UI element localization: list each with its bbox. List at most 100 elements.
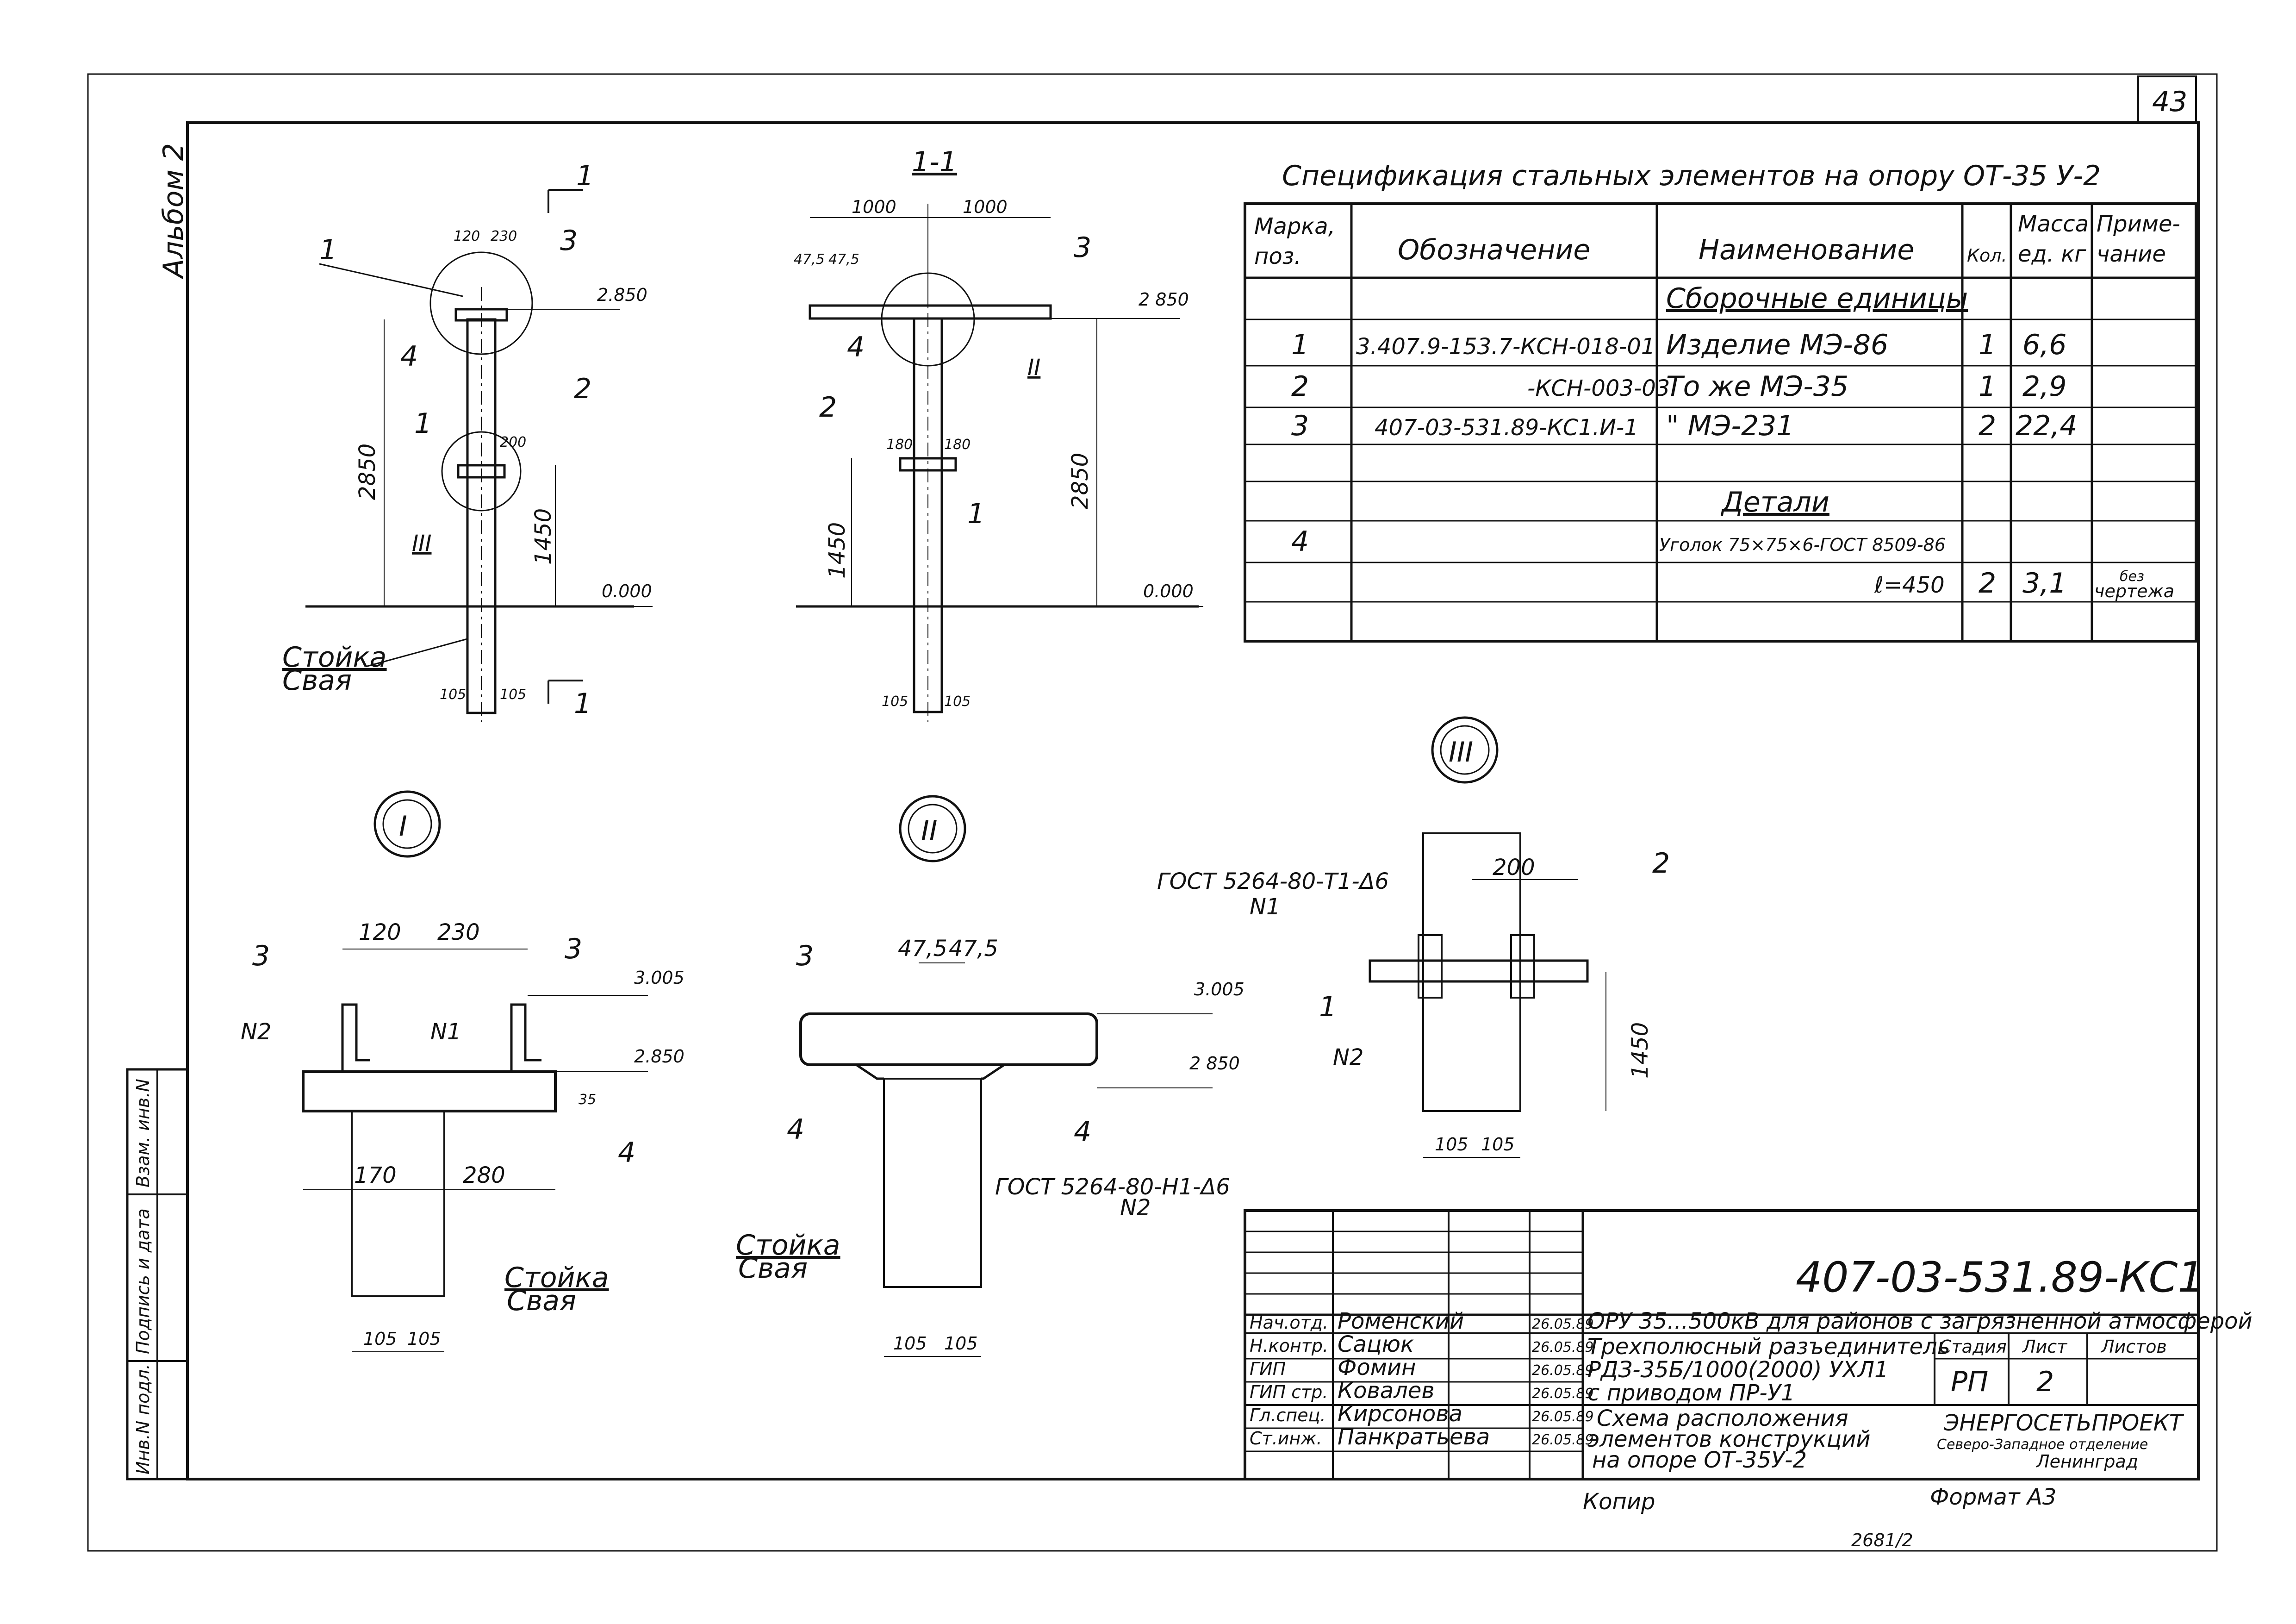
svg-text:1000: 1000 bbox=[963, 197, 1008, 217]
svg-text:4: 4 bbox=[787, 1113, 804, 1146]
spec-table: Спецификация стальных элементов на опору… bbox=[1244, 160, 2197, 643]
svg-text:1: 1 bbox=[574, 687, 591, 720]
node-detail-1: I 120 230 170 280 105 105 3 3 4 N2 N1 3.… bbox=[241, 790, 684, 1352]
svg-text:3.407.9-153.7-КСН-018-01: 3.407.9-153.7-КСН-018-01 bbox=[1356, 334, 1655, 360]
svg-text:ГОСТ 5264-80-Н1-Δ6: ГОСТ 5264-80-Н1-Δ6 bbox=[995, 1174, 1230, 1200]
svg-text:чертежа: чертежа bbox=[2094, 581, 2174, 601]
svg-text:1: 1 bbox=[1291, 329, 1309, 361]
svg-text:22,4: 22,4 bbox=[2016, 410, 2078, 442]
svg-text:Ленинград: Ленинград bbox=[2035, 1451, 2138, 1472]
svg-text:Стойка: Стойка bbox=[504, 1262, 609, 1294]
node-detail-3: III 200 1450 105 105 ГОСТ 5264-80-Т1-Δ6 … bbox=[1157, 716, 1670, 1158]
outer-frame bbox=[87, 73, 2218, 1552]
svg-text:III: III bbox=[1449, 736, 1473, 768]
svg-text:26.05.89: 26.05.89 bbox=[1532, 1362, 1594, 1379]
node-circle-1 bbox=[429, 251, 533, 355]
svg-text:N2: N2 bbox=[1333, 1044, 1363, 1070]
svg-text:4: 4 bbox=[618, 1137, 635, 1169]
svg-text:2 850: 2 850 bbox=[1139, 289, 1189, 310]
svg-text:3,1: 3,1 bbox=[2022, 567, 2066, 600]
svg-text:47,5: 47,5 bbox=[898, 936, 947, 962]
svg-text:2: 2 bbox=[1979, 567, 1996, 600]
svg-text:2: 2 bbox=[2036, 1366, 2054, 1398]
svg-text:III: III bbox=[412, 531, 431, 556]
svg-text:2,9: 2,9 bbox=[2022, 370, 2066, 403]
svg-text:407-03-531.89-КС1.И-1: 407-03-531.89-КС1.И-1 bbox=[1375, 415, 1638, 441]
svg-text:ГИП: ГИП bbox=[1250, 1359, 1286, 1379]
svg-text:Подпись и дата: Подпись и дата bbox=[133, 1208, 153, 1354]
svg-text:4: 4 bbox=[1074, 1116, 1091, 1148]
svg-text:6,6: 6,6 bbox=[2022, 329, 2066, 361]
project-title: ОРУ 35...500кВ для районов с загрязненно… bbox=[1587, 1308, 2252, 1334]
svg-text:1: 1 bbox=[1979, 329, 1996, 361]
svg-text:1000: 1000 bbox=[852, 197, 896, 217]
svg-text:Роменский: Роменский bbox=[1338, 1308, 1464, 1334]
svg-text:Приме-: Приме- bbox=[2097, 211, 2180, 237]
svg-text:N1: N1 bbox=[1250, 894, 1280, 920]
svg-text:Свая: Свая bbox=[507, 1285, 576, 1317]
svg-text:Изделие МЭ-86: Изделие МЭ-86 bbox=[1666, 329, 1888, 361]
svg-text:2: 2 bbox=[574, 373, 591, 405]
svg-text:2: 2 bbox=[1291, 370, 1309, 403]
svg-text:Инв.N подл.: Инв.N подл. bbox=[133, 1364, 153, 1474]
svg-text:без: без bbox=[2120, 568, 2144, 585]
svg-text:1: 1 bbox=[414, 407, 432, 440]
svg-text:180: 180 bbox=[886, 437, 913, 453]
svg-text:105: 105 bbox=[944, 693, 971, 710]
svg-text:на опоре ОТ-35У-2: на опоре ОТ-35У-2 bbox=[1592, 1447, 1807, 1473]
svg-text:2 850: 2 850 bbox=[1189, 1053, 1240, 1074]
svg-text:1: 1 bbox=[1319, 991, 1337, 1023]
svg-text:105: 105 bbox=[893, 1333, 927, 1354]
svg-text:Стадия: Стадия bbox=[1939, 1337, 2007, 1357]
svg-text:0.000: 0.000 bbox=[602, 581, 652, 601]
front-view: 2850 1450 2.850 0.000 120 230 200 105 10… bbox=[282, 160, 653, 722]
svg-text:Кирсонова: Кирсонова bbox=[1338, 1401, 1462, 1427]
svg-text:РП: РП bbox=[1951, 1366, 1988, 1398]
svg-text:Ковалев: Ковалев bbox=[1338, 1378, 1435, 1404]
svg-text:180: 180 bbox=[944, 437, 971, 453]
section-1-1: 1-1 1000 1000 47,5 47,5 2 850 2850 1450 … bbox=[794, 146, 1203, 722]
svg-text:Стойка: Стойка bbox=[282, 641, 387, 674]
svg-text:1: 1 bbox=[1979, 370, 1996, 403]
svg-text:ЭНЕРГОСЕТЬПРОЕКТ: ЭНЕРГОСЕТЬПРОЕКТ bbox=[1943, 1410, 2184, 1436]
svg-text:N1: N1 bbox=[430, 1019, 461, 1045]
svg-text:120: 120 bbox=[359, 919, 401, 945]
cut-label: 1-1 bbox=[912, 146, 957, 178]
svg-text:То же МЭ-35: То же МЭ-35 bbox=[1666, 370, 1848, 403]
svg-text:1450: 1450 bbox=[530, 508, 556, 565]
svg-text:105: 105 bbox=[1481, 1134, 1515, 1155]
svg-text:элементов конструкций: элементов конструкций bbox=[1587, 1426, 1871, 1452]
svg-text:3: 3 bbox=[560, 225, 578, 257]
svg-text:Северо-Западное отделение: Северо-Западное отделение bbox=[1937, 1437, 2148, 1453]
svg-text:Сацюк: Сацюк bbox=[1338, 1331, 1414, 1357]
svg-text:Гл.спец.: Гл.спец. bbox=[1250, 1405, 1326, 1425]
svg-text:230: 230 bbox=[437, 919, 480, 945]
svg-text:Стойка: Стойка bbox=[736, 1229, 840, 1262]
svg-text:230: 230 bbox=[491, 228, 517, 244]
svg-text:2.850: 2.850 bbox=[597, 285, 647, 305]
svg-text:170: 170 bbox=[354, 1162, 397, 1188]
svg-text:Уголок 75×75×6-ГОСТ 8509-86: Уголок 75×75×6-ГОСТ 8509-86 bbox=[1659, 535, 1946, 555]
svg-text:4: 4 bbox=[1291, 525, 1309, 558]
inner-frame bbox=[186, 121, 2200, 1480]
svg-text:47,5: 47,5 bbox=[949, 936, 998, 962]
svg-text:Взам. инв.N: Взам. инв.N bbox=[133, 1079, 153, 1187]
svg-text:105: 105 bbox=[882, 693, 908, 710]
svg-text:-КСН-003-03: -КСН-003-03 bbox=[1527, 375, 1670, 401]
svg-text:Трехполюсный разъединитель: Трехполюсный разъединитель bbox=[1587, 1334, 1950, 1360]
svg-text:3: 3 bbox=[1291, 410, 1309, 442]
svg-text:3.005: 3.005 bbox=[634, 968, 684, 988]
svg-text:4: 4 bbox=[400, 340, 418, 373]
svg-text:1450: 1450 bbox=[824, 522, 850, 579]
svg-text:200: 200 bbox=[1493, 855, 1535, 881]
spec-title: Спецификация стальных элементов на опору… bbox=[1282, 160, 2101, 192]
section-assembly: Сборочные единицы bbox=[1666, 282, 1968, 315]
svg-text:Кол.: Кол. bbox=[1967, 245, 2007, 266]
svg-text:ГОСТ 5264-80-Т1-Δ6: ГОСТ 5264-80-Т1-Δ6 bbox=[1157, 868, 1389, 894]
svg-text:105: 105 bbox=[1435, 1134, 1468, 1155]
bottom-note: 2681/2 bbox=[1851, 1530, 1913, 1550]
svg-text:3: 3 bbox=[565, 933, 582, 965]
title-block: 407-03-531.89-КС1 ОРУ 35...500кВ для рай… bbox=[1244, 1209, 2252, 1480]
section-details: Детали bbox=[1720, 486, 1829, 518]
